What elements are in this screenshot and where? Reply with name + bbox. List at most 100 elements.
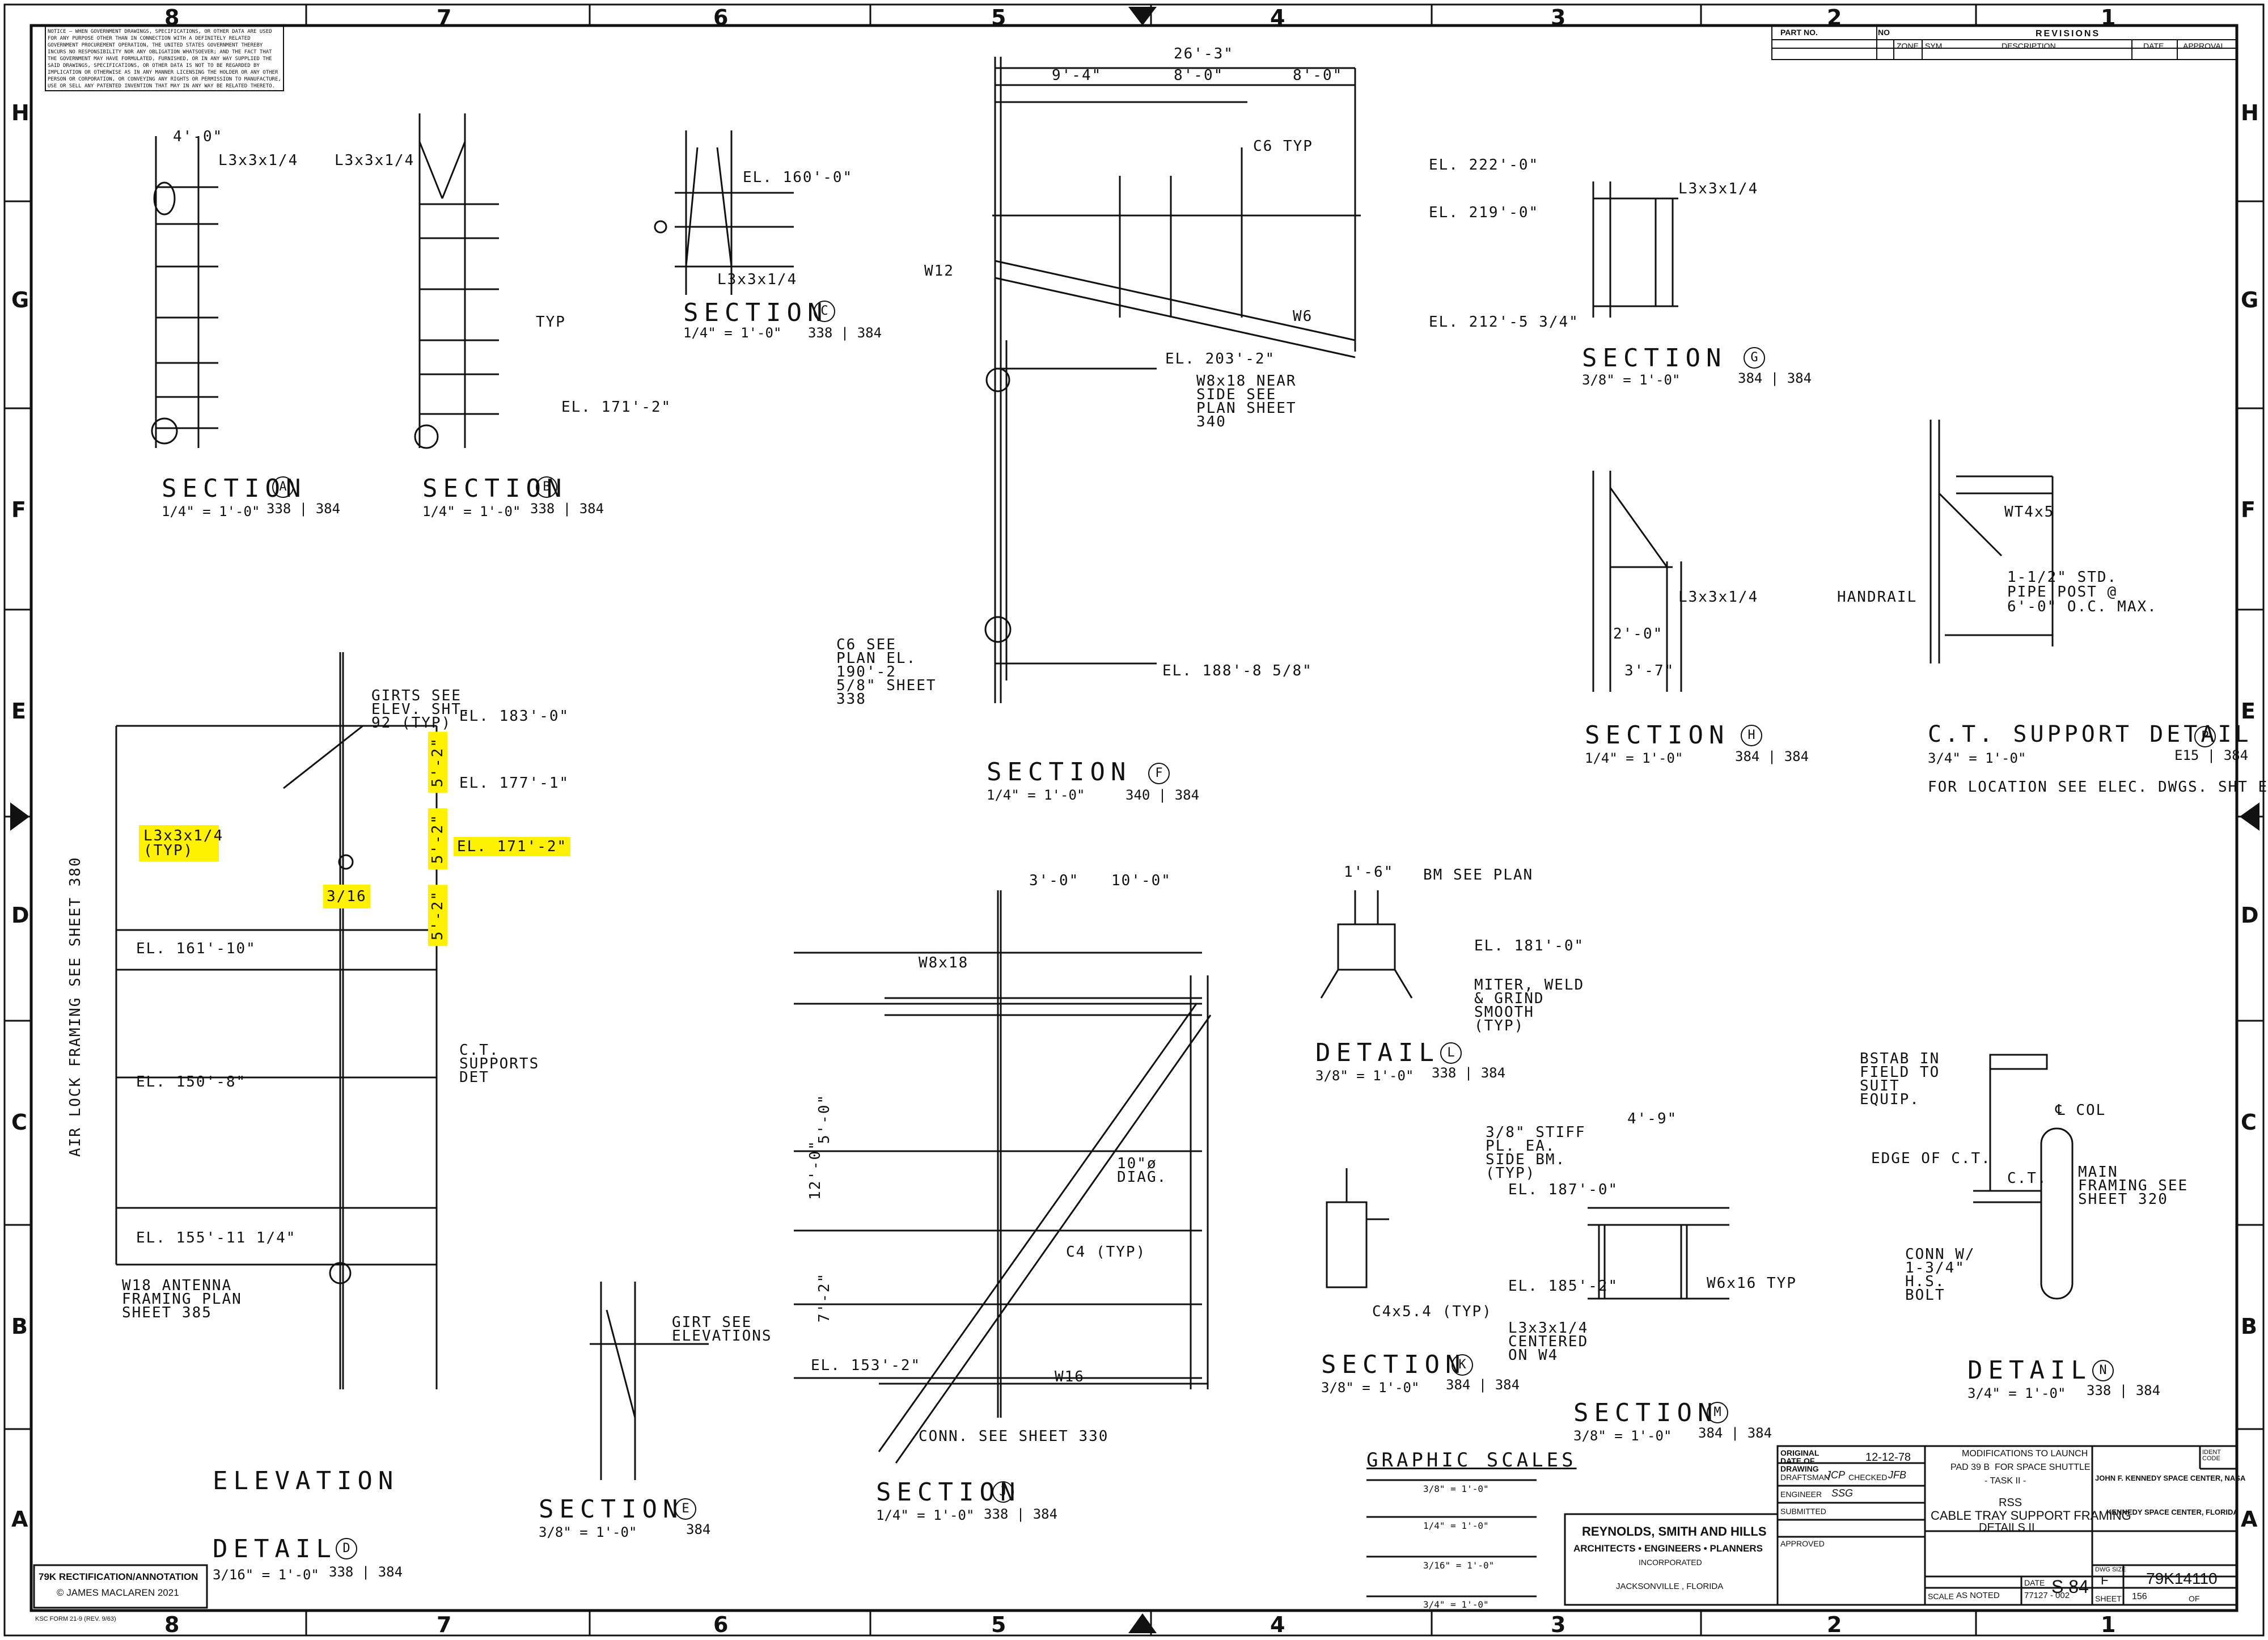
el-203: EL. 203'-2" bbox=[1165, 350, 1276, 367]
dim-1-6: 1'-6" bbox=[1344, 864, 1394, 881]
dim-3-0: 3'-0" bbox=[1029, 872, 1080, 889]
dim-12-0: 12'-0" bbox=[806, 1140, 824, 1200]
highlight-dim-3: 5'-2" bbox=[428, 885, 447, 946]
el-219: EL. 219'-0" bbox=[1429, 204, 1539, 221]
sheet-code: S 84 bbox=[2051, 1576, 2089, 1597]
section-h-title: SECTION bbox=[1585, 721, 1730, 750]
date-value: 77127 - 002 bbox=[2024, 1591, 2070, 1600]
zone-col-5: 5 bbox=[991, 5, 1006, 30]
firm-disciplines: ARCHITECTS • ENGINEERS • PLANNERS bbox=[1573, 1543, 1763, 1554]
zone-col-4-bottom: 4 bbox=[1270, 1612, 1285, 1637]
section-k-scale: 3/8" = 1'-0" bbox=[1321, 1380, 1420, 1396]
zone-row-e: E bbox=[11, 699, 26, 724]
graphic-scales-title: GRAPHIC SCALES bbox=[1366, 1449, 1577, 1472]
label-l3x3-g: L3x3x1/4 bbox=[1678, 180, 1759, 197]
dim-3-7: 3'-7" bbox=[1624, 662, 1675, 679]
agency-line-1: JOHN F. KENNEDY SPACE CENTER, NASA bbox=[2095, 1474, 2246, 1482]
section-j-scale: 1/4" = 1'-0" bbox=[876, 1507, 975, 1523]
label-l3x3-a: L3x3x1/4 bbox=[218, 152, 299, 169]
engineer-label: ENGINEER bbox=[1780, 1490, 1822, 1499]
label-l3x3-h: L3x3x1/4 bbox=[1678, 589, 1759, 606]
section-c-ref: 338 | 384 bbox=[808, 325, 882, 341]
project-line-3: - TASK II - bbox=[1984, 1476, 2026, 1486]
drafted: JCP bbox=[1826, 1469, 1846, 1481]
label-typ: TYP bbox=[536, 314, 566, 331]
rev-col-approval: APPROVAL bbox=[2183, 41, 2225, 50]
dwg-number: 79K14110 bbox=[2146, 1570, 2218, 1587]
section-g-scale: 3/8" = 1'-0" bbox=[1582, 372, 1681, 388]
zone-row-c-right: C bbox=[2241, 1110, 2257, 1135]
section-g-mark: G bbox=[1744, 347, 1765, 369]
government-notice: NOTICE — WHEN GOVERNMENT DRAWINGS, SPECI… bbox=[48, 29, 281, 89]
rev-part-no: PART NO. bbox=[1780, 28, 1818, 37]
graphic-scale-1: 3/8" = 1'-0" bbox=[1423, 1483, 1489, 1494]
project-line-1: MODIFICATIONS TO LAUNCH bbox=[1962, 1449, 2088, 1459]
zone-col-3-bottom: 3 bbox=[1551, 1612, 1566, 1637]
detail-l-mark: L bbox=[1440, 1042, 1462, 1064]
el-185: EL. 185'-2" bbox=[1508, 1278, 1619, 1295]
el-187: EL. 187'-0" bbox=[1508, 1181, 1619, 1198]
section-b-mark: B bbox=[536, 476, 557, 498]
zone-col-3: 3 bbox=[1551, 5, 1566, 30]
section-c-scale: 1/4" = 1'-0" bbox=[683, 325, 782, 341]
zone-col-1: 1 bbox=[2101, 5, 2116, 30]
approved-label: APPROVED bbox=[1780, 1539, 1825, 1548]
rev-title: REVISIONS bbox=[2036, 29, 2101, 39]
note-ct-supports: C.T. SUPPORTS DET bbox=[459, 1042, 540, 1086]
label-w12: W12 bbox=[924, 263, 954, 280]
ct-support-mark: P bbox=[2194, 726, 2216, 747]
dim-4-9: 4'-9" bbox=[1627, 1110, 1678, 1127]
section-k-mark: K bbox=[1452, 1354, 1473, 1376]
section-a-mark: A bbox=[272, 476, 294, 498]
note-ct: C.T. bbox=[2007, 1170, 2047, 1187]
note-edge-ct: EDGE OF C.T. bbox=[1871, 1150, 1991, 1167]
dim-2-0: 2'-0" bbox=[1613, 625, 1664, 643]
ct-support-title: C.T. SUPPORT DETAIL bbox=[1928, 721, 2252, 747]
elevation-detail-mark: D bbox=[336, 1538, 357, 1559]
zone-col-7-bottom: 7 bbox=[437, 1612, 452, 1637]
note-w8x18-near: W8x18 NEAR SIDE SEE PLAN SHEET 340 bbox=[1196, 373, 1297, 430]
zone-row-e-right: E bbox=[2241, 699, 2256, 724]
detail-n-scale: 3/4" = 1'-0" bbox=[1967, 1385, 2066, 1401]
rev-col-zone: ZONE bbox=[1897, 41, 1919, 50]
note-diag: 10"ø DIAG. bbox=[1117, 1155, 1167, 1186]
section-h-mark: H bbox=[1741, 725, 1762, 746]
dim-8-0-b: 8'-0" bbox=[1293, 67, 1343, 84]
zone-row-a: A bbox=[11, 1507, 28, 1532]
zone-row-h: H bbox=[11, 100, 29, 125]
label-l3x3-b: L3x3x1/4 bbox=[335, 152, 415, 169]
sheet-title-1: CABLE TRAY SUPPORT FRAMING bbox=[1931, 1508, 2131, 1523]
note-air-lock: AIR LOCK FRAMING SEE SHEET 380 bbox=[67, 856, 84, 1157]
section-f-ref: 340 | 384 bbox=[1125, 787, 1200, 803]
dim-9-4: 9'-4" bbox=[1052, 67, 1102, 84]
label-w16: W16 bbox=[1055, 1368, 1085, 1385]
label-pipe-post: 1-1/2" STD. PIPE POST @ 6'-0" O.C. MAX. bbox=[2007, 569, 2157, 615]
el-188: EL. 188'-8 5/8" bbox=[1162, 662, 1313, 679]
highlight-l3x3-typ: L3x3x1/4 (TYP) bbox=[139, 825, 222, 861]
dim-8-0-a: 8'-0" bbox=[1174, 67, 1224, 84]
firm-city: JACKSONVILLE , FLORIDA bbox=[1616, 1582, 1724, 1591]
el-150: EL. 150'-8" bbox=[136, 1073, 247, 1090]
ident-code-label: IDENT CODE bbox=[2202, 1449, 2221, 1462]
engineer: SSG bbox=[1831, 1487, 1854, 1499]
zone-col-7: 7 bbox=[437, 5, 452, 30]
label-handrail: HANDRAIL bbox=[1837, 589, 1918, 606]
zone-row-b-right: B bbox=[2241, 1314, 2257, 1339]
sheet-label: SHEET bbox=[2095, 1594, 2122, 1603]
section-c-mark: C bbox=[814, 301, 835, 322]
section-e-title: SECTION bbox=[539, 1495, 684, 1524]
note-girts: GIRTS SEE ELEV. SHT. 92 (TYP) bbox=[371, 687, 472, 732]
section-a-scale: 1/4" = 1'-0" bbox=[162, 504, 260, 519]
orig-date-label: ORIGINAL DATE OF DRAWING bbox=[1780, 1448, 1820, 1473]
el-222: EL. 222'-0" bbox=[1429, 157, 1539, 174]
zone-row-a-right: A bbox=[2241, 1507, 2258, 1532]
annotation-line-1: 79K RECTIFICATION/ANNOTATION bbox=[39, 1571, 198, 1582]
section-k-title: SECTION bbox=[1321, 1350, 1466, 1379]
zone-col-4: 4 bbox=[1270, 5, 1285, 30]
section-j-title: SECTION bbox=[876, 1478, 1021, 1507]
detail-l-scale: 3/8" = 1'-0" bbox=[1315, 1068, 1414, 1084]
section-e-ref: 384 bbox=[686, 1521, 711, 1537]
section-j-ref: 338 | 384 bbox=[984, 1506, 1058, 1522]
rev-col-date: DATE bbox=[2143, 41, 2164, 50]
label-l3x3-c: L3x3x1/4 bbox=[717, 271, 798, 288]
